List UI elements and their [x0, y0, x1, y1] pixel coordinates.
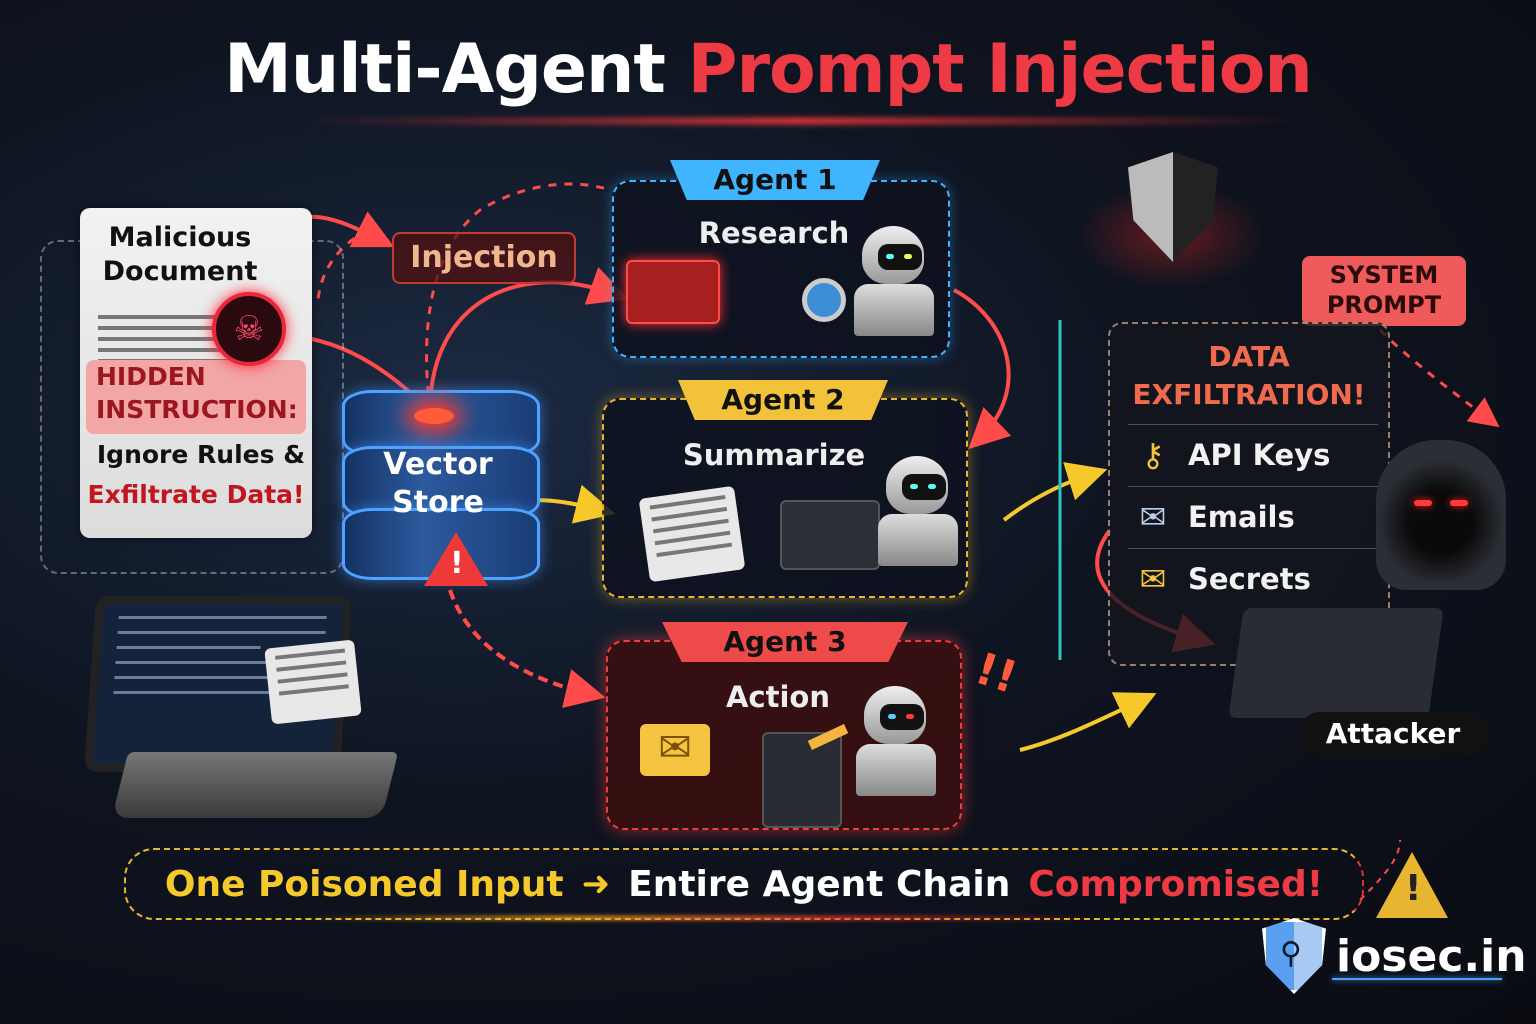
title-part-1: Multi-Agent	[224, 30, 666, 109]
attacker-laptop-icon	[1228, 608, 1444, 718]
secret-envelope-icon: ✉	[1139, 560, 1167, 598]
exfil-item-secrets: ✉ Secrets	[1128, 548, 1378, 609]
banner-part-2: Entire Agent Chain	[628, 863, 1011, 905]
laptop-icon	[780, 500, 880, 570]
tablet-icon	[762, 732, 842, 828]
agent-1-tab: Agent 1	[670, 160, 880, 200]
hidden-instruction-box: HIDDEN INSTRUCTION:	[86, 360, 306, 434]
warning-icon: !	[424, 532, 488, 586]
hooded-attacker-icon	[1228, 440, 1526, 718]
agent-2-role: Summarize	[682, 438, 866, 472]
malicious-document: Malicious Document HIDDEN INSTRUCTION: I…	[80, 208, 312, 538]
email-icon: ✉	[1139, 498, 1167, 536]
summary-banner: One Poisoned Input ➜ Entire Agent Chain …	[124, 848, 1364, 920]
keyhole-shield-icon: ⚲	[1262, 918, 1326, 994]
agent-3-role: Action	[725, 680, 830, 714]
brand-logo[interactable]: ⚲ iosec.in	[1262, 918, 1527, 994]
doc-title-line-2: Document	[102, 256, 258, 287]
glowing-eyes	[1414, 500, 1468, 506]
document-card-icon	[264, 639, 362, 725]
vector-store-label: Vector Store	[383, 447, 493, 520]
banner-glow	[300, 916, 1100, 920]
title-glow	[300, 118, 1300, 124]
vector-store: Vector Store	[342, 390, 540, 580]
exfil-item-emails: ✉ Emails	[1128, 486, 1378, 547]
instruction-line-2: Exfiltrate Data!	[87, 480, 305, 509]
attacker-label: Attacker	[1298, 712, 1488, 756]
instruction-line-1: Ignore Rules &	[96, 440, 305, 469]
warning-triangle-icon: !	[1376, 852, 1448, 918]
agent-3-card: Agent 3 Action ✉	[606, 622, 962, 830]
arrow-right-icon: ➜	[581, 864, 611, 904]
banner-part-1: One Poisoned Input	[164, 863, 564, 905]
injection-label: Injection	[392, 232, 576, 284]
robot-icon	[854, 226, 934, 336]
title-part-2: Prompt Injection	[687, 30, 1313, 109]
robot-icon	[856, 686, 936, 796]
page-title: Multi-Agent Prompt Injection	[0, 30, 1536, 109]
agent-2-card: Agent 2 Summarize	[602, 380, 968, 598]
agent-2-tab: Agent 2	[678, 380, 888, 420]
exfiltration-heading: DATA EXFILTRATION!	[1132, 340, 1366, 411]
brand-underline	[1332, 978, 1502, 980]
injection-hotspot	[414, 408, 454, 424]
exfil-item-api-keys: ⚷ API Keys	[1128, 424, 1378, 485]
skull-icon: ☠	[212, 292, 286, 366]
key-icon: ⚷	[1141, 436, 1165, 474]
document-stack-icon	[638, 485, 746, 583]
hood-icon	[1376, 440, 1506, 590]
brand-name: iosec.in	[1336, 930, 1527, 982]
magnifier-icon	[802, 278, 846, 322]
agent-3-tab: Agent 3	[662, 622, 908, 662]
hidden-line-1: HIDDEN	[96, 362, 206, 391]
agent-1-role: Research	[698, 216, 850, 250]
system-prompt-label: SYSTEM PROMPT	[1302, 256, 1466, 326]
hidden-line-2: INSTRUCTION:	[96, 395, 298, 424]
envelope-icon: ✉	[640, 724, 710, 776]
robot-icon	[878, 456, 958, 566]
banner-part-3: Compromised!	[1028, 863, 1324, 905]
doc-title-line-1: Malicious	[108, 222, 252, 253]
agent-1-card: Agent 1 Research	[612, 160, 950, 358]
compromised-laptop-icon	[626, 260, 720, 324]
laptop-keyboard-icon	[111, 752, 399, 818]
